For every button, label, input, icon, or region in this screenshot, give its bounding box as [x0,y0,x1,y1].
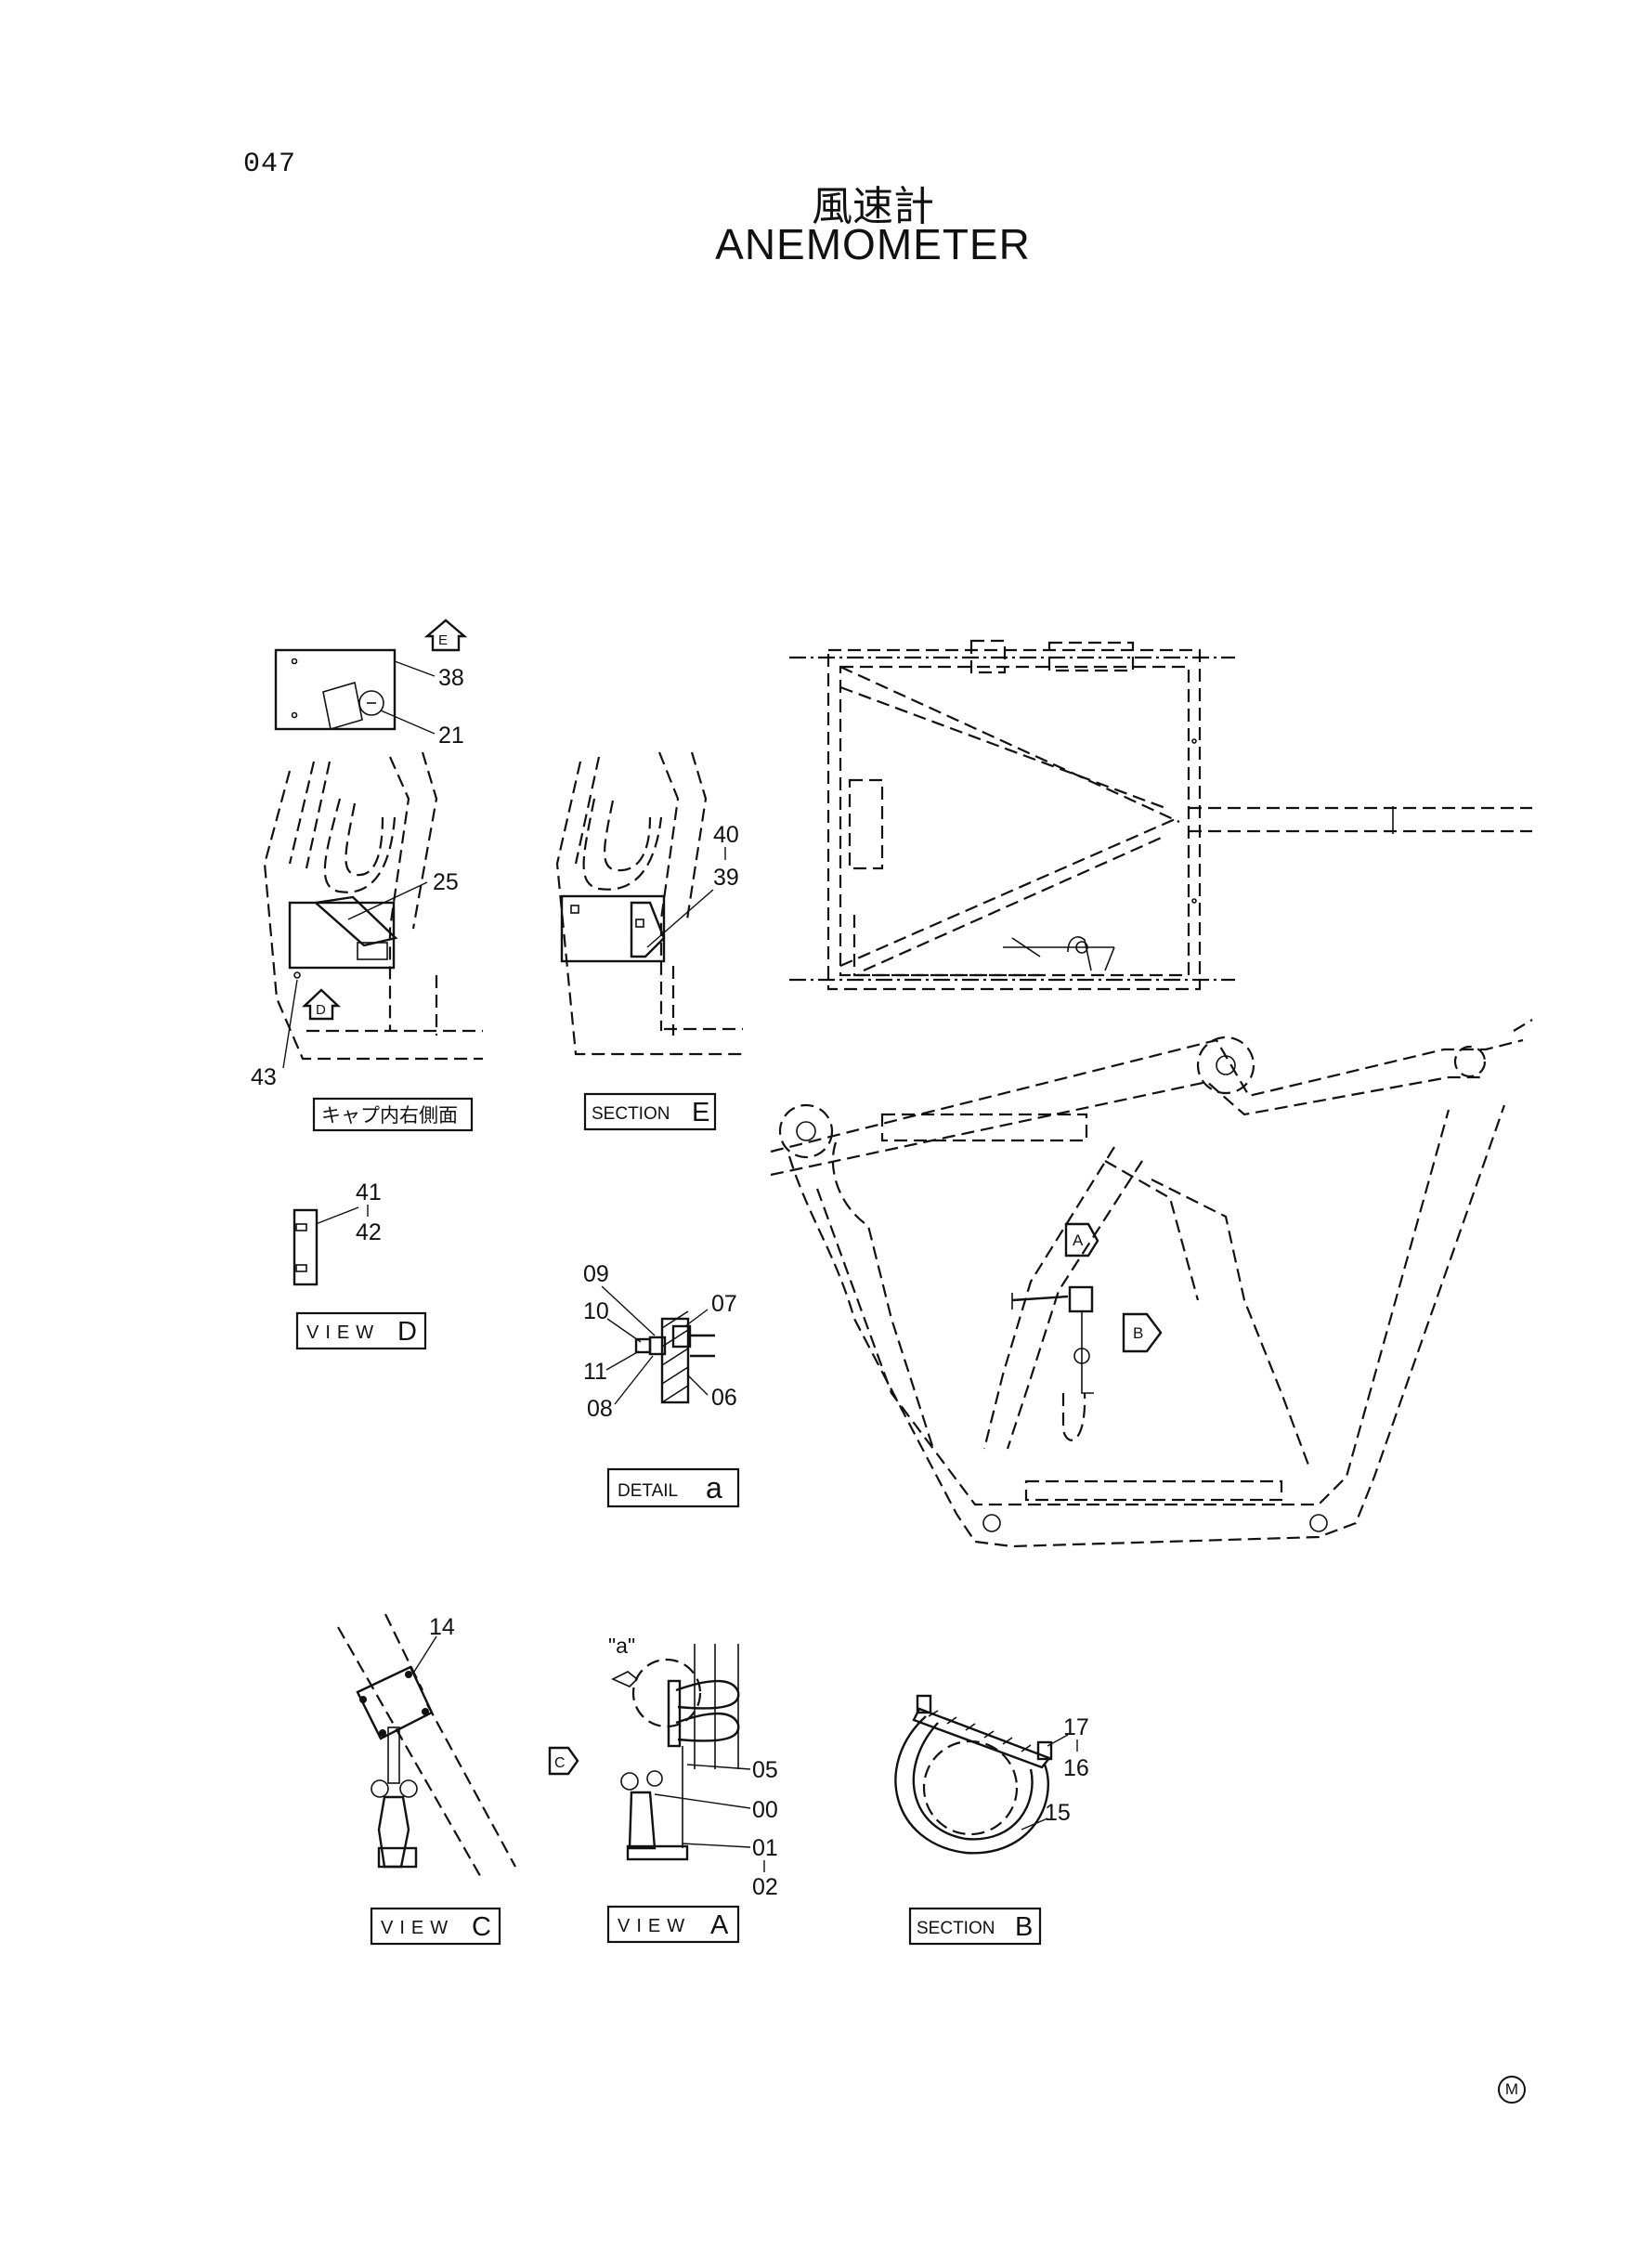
caption-box-view-c [370,1907,501,1946]
callout-06: 06 [711,1385,737,1411]
callout-17: 17 [1063,1714,1089,1740]
anemometer-00 [628,1791,657,1850]
caption-detail-a-word: DETAIL [618,1481,678,1501]
callout-40: 40 [713,822,739,848]
callout-00: 00 [752,1797,778,1823]
caption-detail-a-letter: a [706,1471,722,1505]
u-bolt-upper [675,1679,740,1710]
arrow-e-label: E [438,632,448,648]
caption-section-b-word: SECTION [917,1919,995,1938]
arrow-c-label: C [554,1755,566,1771]
cab-right-side-view: E D 38 21 25 43 キャプ内右側面 [251,619,483,1132]
section-e-bracket [630,901,666,958]
caption-view-a-letter: A [710,1910,729,1940]
view-arrow-a-icon [1064,1222,1099,1257]
panel-38 [274,648,397,731]
callout-09: 09 [583,1261,609,1287]
caption-section-e-word: SECTION [592,1104,670,1124]
arrow-b-label: B [1133,1324,1143,1342]
callout-41: 41 [356,1179,382,1205]
caption-box-section-e [583,1092,717,1131]
caption-view-d-letter: D [397,1317,417,1347]
caption-box-detail-a [606,1467,740,1508]
title-english: ANEMOMETER [715,220,1031,268]
callout-42: 42 [356,1219,382,1245]
callout-02: 02 [752,1874,778,1900]
main-frame-side-view: A B [770,1019,1533,1548]
view-arrow-b-icon [1122,1312,1163,1353]
caption-view-c-letter: C [472,1912,491,1942]
plate-06 [660,1317,690,1404]
caption-box-section-b [908,1907,1042,1946]
page-number: 047 [243,149,297,180]
display-unit-25 [288,901,396,970]
caption-view-a-word: VIEW [618,1916,691,1936]
arrow-d-label: D [316,1002,326,1018]
main-frame-top-view [789,639,1532,991]
callout-05: 05 [752,1757,778,1783]
callout-25: 25 [433,869,459,895]
bolt-head-10 [634,1337,652,1354]
callout-07: 07 [711,1291,737,1317]
callout-11: 11 [583,1359,607,1385]
clip-41 [293,1208,319,1286]
caption-box-view-d [295,1311,427,1350]
section-e-view: 40 39 SECTION E [555,751,743,1131]
view-arrow-d-icon [301,988,342,1021]
section-b: 17 16 15 SECTION B [894,1694,1089,1946]
view-d: 41 42 VIEW D [293,1179,427,1350]
callout-01: 01 [752,1835,778,1861]
anemometer-body [377,1795,410,1869]
view-arrow-e-icon [423,619,468,652]
anemometer-clamp [1068,1285,1094,1313]
caption-view-c-word: VIEW [381,1918,454,1938]
bracket-shape [322,681,363,731]
u-bolt-lower [675,1712,740,1742]
caption-section-e-letter: E [692,1098,709,1127]
caption-cab-right-side: キャプ内右側面 [321,1105,458,1127]
manufacturer-mark-icon: M [1498,2076,1526,2104]
anemometer-indicator-21 [358,690,384,716]
callout-16: 16 [1063,1755,1089,1781]
callout-21: 21 [438,723,464,749]
caption-section-b-letter: B [1015,1912,1033,1942]
pipe-section [922,1739,1019,1836]
display-screen [313,895,398,947]
callout-08: 08 [587,1396,613,1422]
callout-43: 43 [251,1064,277,1090]
caption-view-d-word: VIEW [306,1322,380,1343]
caption-box-cab-right-side [312,1097,474,1132]
detail-a: 09 10 11 08 07 06 DETAIL a [583,1261,740,1508]
callout-38: 38 [438,665,464,691]
view-arrow-c-icon [548,1746,579,1776]
callout-15: 15 [1045,1800,1071,1826]
callout-10: 10 [583,1298,609,1324]
detail-a-reference: "a" [608,1634,635,1658]
callout-39: 39 [713,865,739,891]
anemometer-arm [1011,1295,1069,1302]
caption-box-view-a [606,1905,740,1944]
pivot-left [778,1103,834,1159]
bracket-05 [667,1679,682,1748]
arrow-a-label: A [1073,1231,1084,1249]
bracket-plate-39 [560,894,666,963]
view-a: "a" C 05 00 01 02 VIEW A [548,1634,778,1944]
detail-a-circle [631,1658,702,1728]
u-clamp-15 [894,1715,1049,1855]
pivot-top [1196,1036,1255,1095]
title-japanese: 風速計 [812,183,934,230]
view-c: 14 VIEW C [337,1613,516,1946]
mounting-plate-14 [356,1665,434,1740]
callout-14: 14 [429,1614,455,1640]
